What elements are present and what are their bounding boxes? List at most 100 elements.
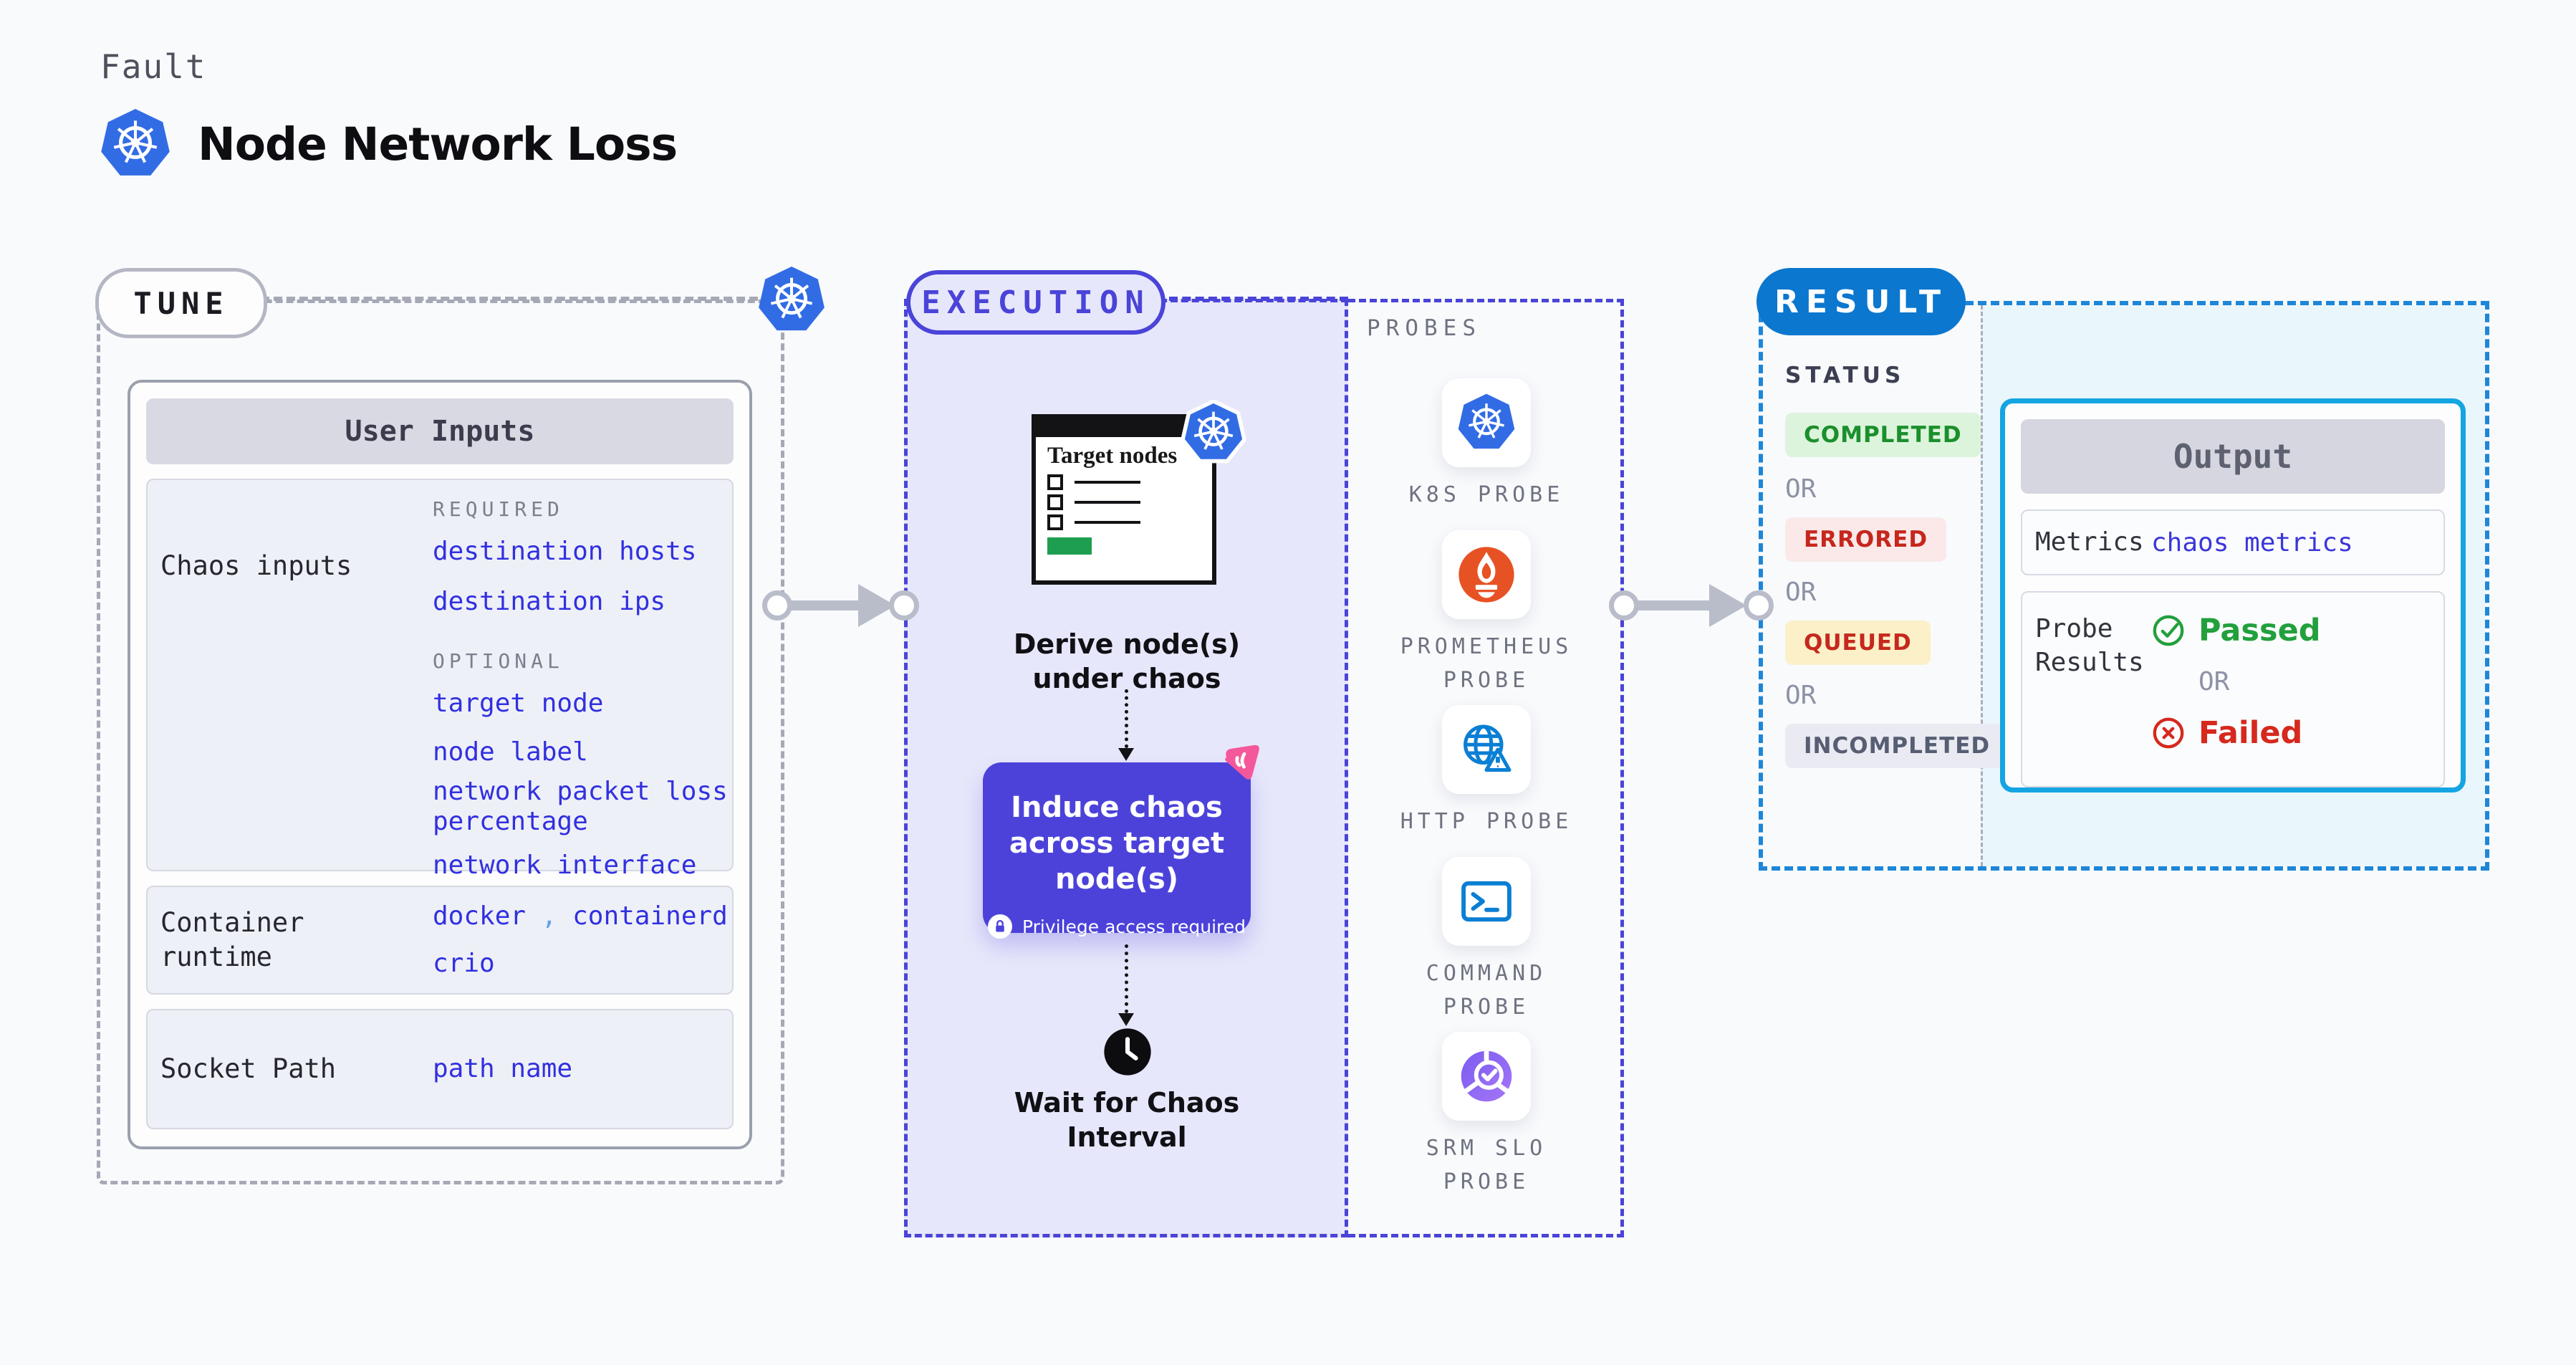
probe-item-prometheus: PROMETHEUS PROBE: [1361, 530, 1612, 697]
terminal-icon: [1461, 881, 1512, 922]
tune-connector-dashed-line: [261, 297, 758, 301]
kubernetes-icon: [1458, 393, 1515, 449]
param-link-network-interface[interactable]: network interface: [433, 850, 697, 880]
param-link-target-node[interactable]: target node: [433, 688, 604, 718]
chaos-inputs-section: Chaos inputs REQUIRED destination hosts …: [146, 479, 734, 880]
lock-icon: [987, 914, 1012, 939]
passed-line: Passed: [2151, 613, 2321, 648]
probe-card: [1442, 378, 1531, 467]
or-label: OR: [1785, 578, 1817, 607]
chaos-metrics-link[interactable]: chaos metrics: [2151, 527, 2353, 557]
target-nodes-title: Target nodes: [1047, 443, 1178, 469]
induce-chaos-card: Induce chaos across target node(s) Privi…: [983, 744, 1259, 939]
param-link-crio[interactable]: crio: [433, 949, 495, 978]
dotted-flow-arrowhead: [1118, 1013, 1134, 1026]
privilege-note-text: Privilege access required: [1022, 916, 1246, 937]
probe-item-k8s: K8S PROBE: [1361, 378, 1612, 512]
node-checkbox-row: [1047, 474, 1212, 490]
probe-card: [1442, 530, 1531, 619]
runtime-values-line1: docker , containerd: [433, 901, 728, 931]
param-link-path-name[interactable]: path name: [433, 1053, 573, 1083]
param-link-node-label[interactable]: node label: [433, 737, 588, 767]
probe-item-command: COMMAND PROBE: [1361, 857, 1612, 1024]
status-heading: STATUS: [1785, 363, 1905, 388]
user-inputs-title: User Inputs: [146, 398, 734, 464]
container-runtime-label: Container runtime: [160, 906, 304, 972]
comma-separator: ,: [541, 901, 557, 931]
dotted-flow-line: [1125, 689, 1128, 748]
probe-card: [1442, 857, 1531, 946]
param-link-docker[interactable]: docker: [433, 901, 527, 931]
dotted-flow-arrowhead: [1118, 748, 1134, 761]
probe-item-srm-slo: SRM SLO PROBE: [1361, 1032, 1612, 1199]
param-link-containerd[interactable]: containerd: [572, 901, 728, 931]
page-title: Node Network Loss: [198, 118, 678, 171]
arrow-end-dot: [1744, 590, 1774, 621]
optional-label: OPTIONAL: [433, 648, 564, 673]
derive-nodes-label: Derive node(s) under chaos: [1013, 628, 1241, 694]
probe-results-row: Probe Results Passed OR Faile: [2021, 591, 2445, 787]
kubernetes-icon: [99, 107, 172, 181]
green-action-bar: [1047, 537, 1092, 555]
container-runtime-values: docker , containerd crio: [433, 901, 728, 980]
arrow-end-dot: [889, 590, 919, 621]
failed-text: Failed: [2198, 715, 2303, 751]
arrow-start-dot: [762, 590, 792, 621]
check-circle-icon: [2153, 615, 2184, 646]
failed-line: Failed: [2151, 715, 2321, 751]
socket-path-label: Socket Path: [160, 1053, 337, 1084]
execution-section-badge: EXECUTION: [906, 270, 1166, 335]
arrow-start-dot: [1609, 590, 1639, 621]
param-link-network-packet-loss-percentage[interactable]: network packet loss percentage: [433, 776, 728, 837]
probe-label: PROMETHEUS PROBE: [1400, 634, 1573, 693]
checkbox-icon: [1047, 474, 1063, 490]
socket-path-section: Socket Path path name: [146, 1009, 734, 1129]
page-title-row: Node Network Loss: [99, 107, 678, 181]
result-section-badge: RESULT: [1756, 268, 1966, 335]
output-title: Output: [2021, 419, 2445, 494]
metrics-row: Metrics chaos metrics: [2021, 509, 2445, 575]
metrics-label: Metrics: [2035, 527, 2144, 557]
probe-card: [1442, 1032, 1531, 1121]
tune-section-badge: TUNE: [95, 268, 267, 338]
param-link-destination-ips[interactable]: destination ips: [433, 587, 666, 617]
node-line: [1075, 480, 1140, 484]
probes-container: [1348, 299, 1624, 1237]
arrow-head: [1709, 584, 1746, 627]
probe-item-http: HTTP PROBE: [1361, 705, 1612, 839]
probe-card: [1442, 705, 1531, 794]
node-checkbox-row: [1047, 514, 1212, 530]
probe-label: COMMAND PROBE: [1426, 961, 1547, 1020]
required-label: REQUIRED: [433, 497, 564, 521]
status-badge-incompleted: INCOMPLETED: [1785, 724, 2009, 768]
status-badge-queued: QUEUED: [1785, 621, 1931, 665]
user-inputs-card: User Inputs Chaos inputs REQUIRED destin…: [128, 380, 752, 1149]
status-badge-errored: ERRORED: [1785, 517, 1947, 562]
wait-chaos-interval-label: Wait for Chaos Interval: [1014, 1087, 1240, 1153]
node-line: [1075, 520, 1140, 524]
srm-slo-icon: [1461, 1050, 1512, 1102]
http-globe-warning-icon: [1464, 724, 1512, 772]
kubernetes-icon: [756, 265, 827, 335]
x-circle-icon: [2153, 717, 2184, 749]
privilege-note: Privilege access required: [983, 914, 1251, 939]
probes-section-label: PROBES: [1367, 315, 1481, 341]
param-link-destination-hosts[interactable]: destination hosts: [433, 537, 697, 566]
probe-label: K8S PROBE: [1408, 482, 1565, 507]
probe-results-values: Passed OR Failed: [2151, 613, 2321, 786]
or-label: OR: [2198, 667, 2230, 696]
checkbox-icon: [1047, 514, 1063, 530]
output-card: Output Metrics chaos metrics Probe Resul…: [2000, 398, 2466, 792]
chaos-inputs-label: Chaos inputs: [160, 550, 352, 581]
checkbox-icon: [1047, 494, 1063, 510]
probe-label: HTTP PROBE: [1400, 809, 1573, 834]
prometheus-icon: [1458, 547, 1514, 603]
probe-label: SRM SLO PROBE: [1426, 1136, 1547, 1194]
probe-results-label: Probe Results: [2035, 614, 2144, 677]
or-label: OR: [1785, 681, 1817, 710]
dotted-flow-line: [1125, 944, 1128, 1013]
clock-icon: [1103, 1028, 1152, 1076]
execution-connector-dashed-line: [1169, 297, 1348, 301]
litmus-chaos-icon: [1221, 742, 1262, 784]
